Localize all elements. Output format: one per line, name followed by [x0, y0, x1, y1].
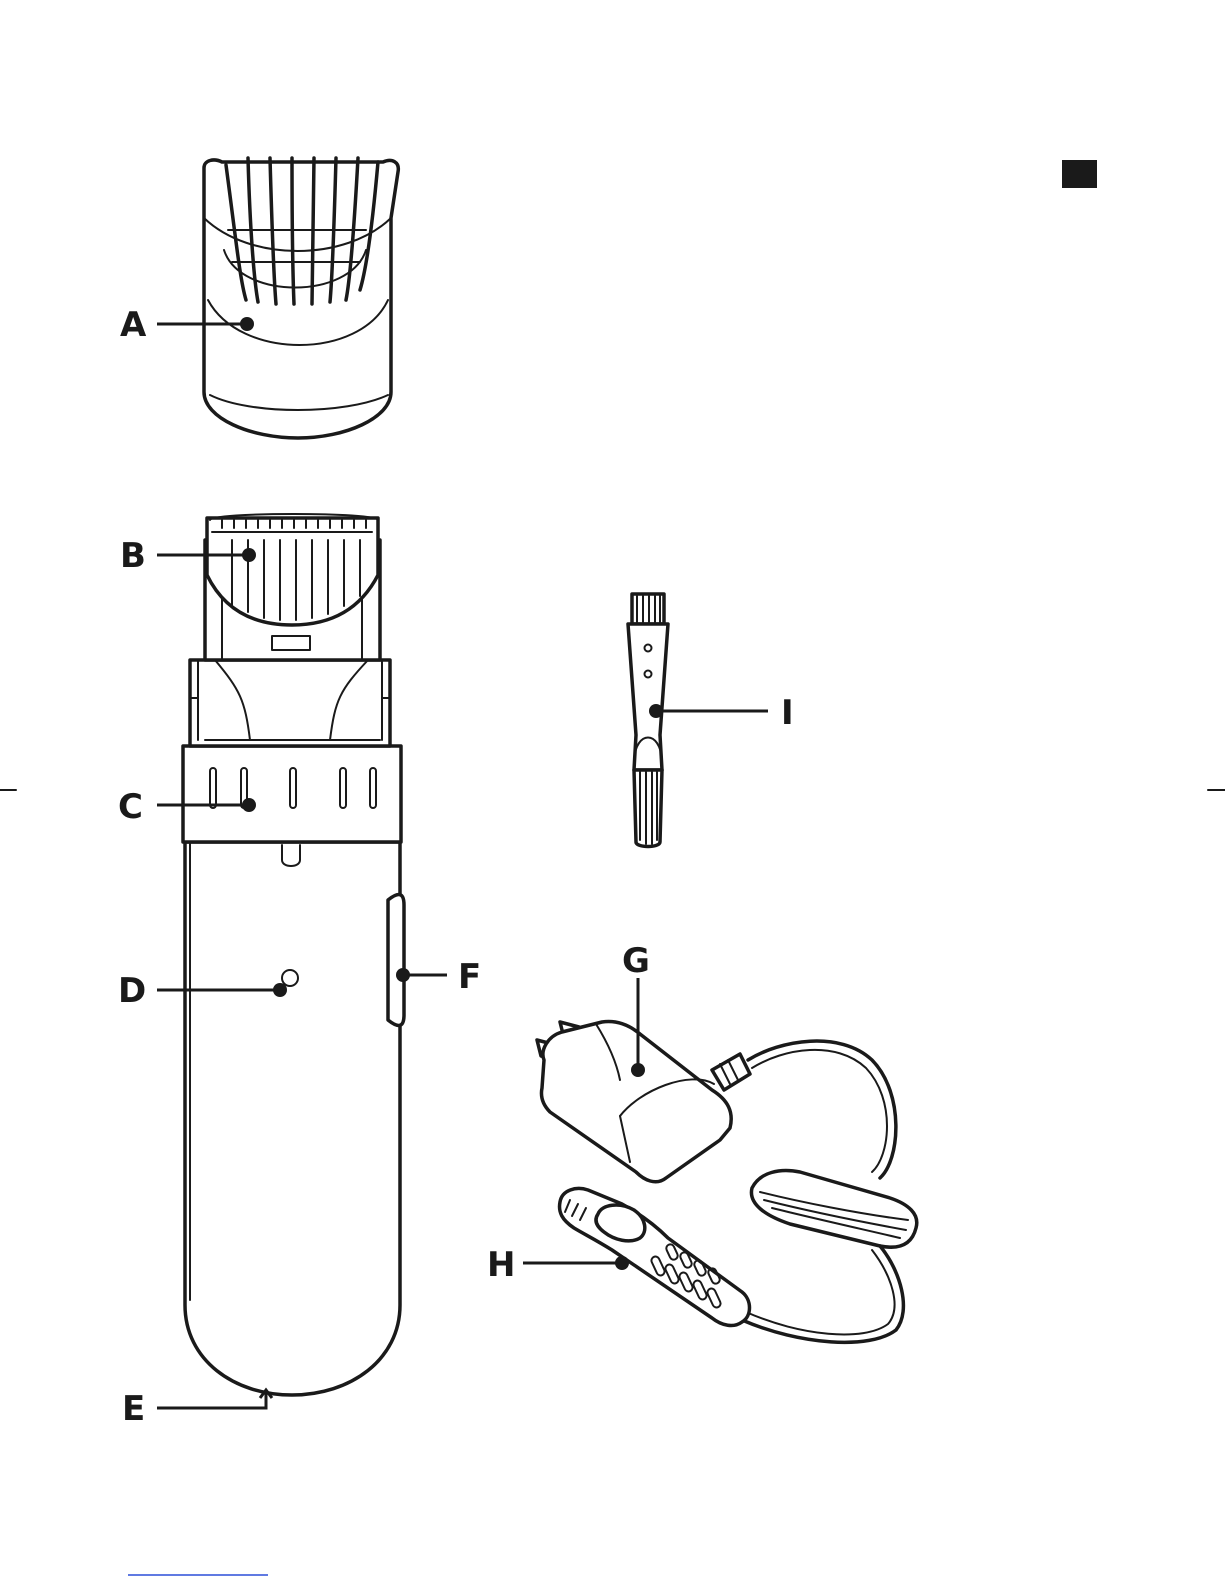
label-i: I: [781, 693, 794, 733]
label-b: B: [120, 536, 146, 576]
callout-e: E: [122, 1389, 272, 1429]
cleaning-brush: [628, 594, 668, 847]
comb-attachment: [204, 158, 398, 438]
label-g: G: [622, 941, 650, 981]
label-h: H: [487, 1245, 515, 1285]
label-e: E: [122, 1389, 145, 1429]
label-f: F: [458, 957, 481, 997]
language-tab-marker: [1062, 160, 1097, 188]
label-c: C: [118, 787, 143, 827]
label-a: A: [120, 305, 147, 345]
on-off-slide: [388, 895, 404, 1026]
appliance-plug: [560, 1189, 750, 1326]
label-d: D: [118, 971, 146, 1011]
callout-h: H: [487, 1245, 629, 1285]
callout-f: F: [396, 957, 481, 997]
callout-i: I: [649, 693, 794, 733]
trimmer-body: [183, 514, 404, 1395]
